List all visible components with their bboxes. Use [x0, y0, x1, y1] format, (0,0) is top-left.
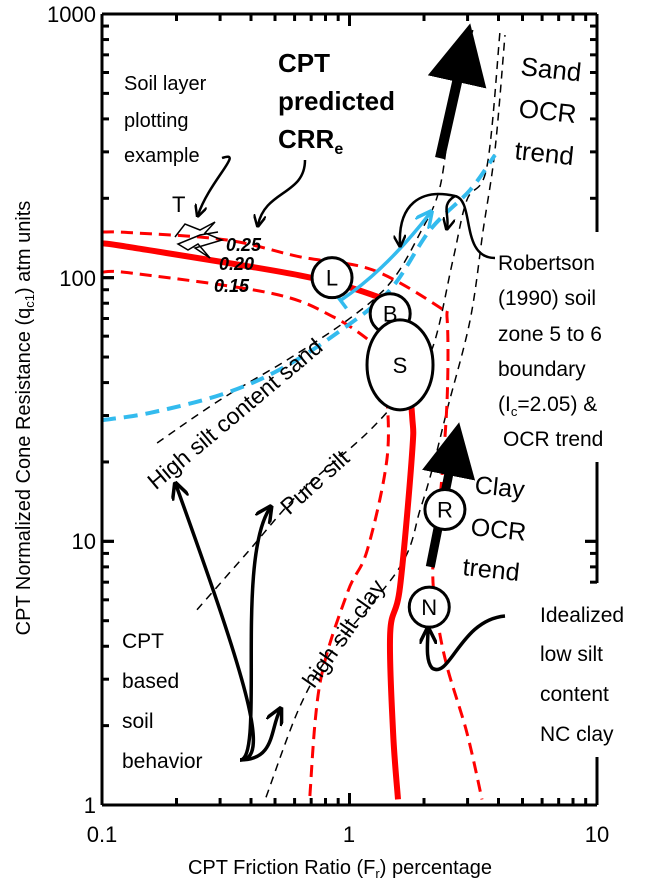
x-tick-0.1: 0.1	[87, 822, 118, 847]
soil-behavior-annotation: CPT based soil behavior	[122, 630, 203, 773]
x-tick-1: 1	[343, 822, 355, 847]
axes-frame	[100, 12, 599, 807]
svg-text:(1990) soil: (1990) soil	[498, 287, 596, 310]
behavior-arrow-2	[239, 508, 270, 762]
marker-R	[423, 488, 467, 532]
svg-text:plotting: plotting	[124, 110, 189, 132]
svg-text:Soil layer: Soil layer	[124, 73, 207, 95]
svg-text:(Ic=2.05) &: (Ic=2.05) &	[498, 393, 597, 419]
idealized-arrow	[427, 614, 506, 672]
y-tick-1: 1	[84, 793, 96, 818]
marker-label-S: S	[393, 353, 408, 378]
robertson-arrow-2	[446, 194, 456, 228]
sand-ocr-arrow	[427, 23, 487, 160]
marker-label-N: N	[421, 595, 437, 620]
svg-text:zone 5 to 6: zone 5 to 6	[498, 323, 602, 346]
annotation-arrows	[176, 155, 506, 762]
svg-text:Clay: Clay	[473, 471, 526, 504]
zone-label-pure-silt: Pure silt	[275, 444, 355, 519]
soil-boundary-high-silt-sand-upper	[156, 29, 474, 444]
idealized-annotation: Idealized low silt content NC clay	[540, 604, 624, 746]
svg-text:example: example	[124, 145, 200, 167]
svg-text:content: content	[540, 683, 609, 706]
y-tick-10: 10	[72, 529, 96, 554]
behavior-arrow-3	[239, 710, 280, 762]
clay-ocr-annotation: Clay OCR trend	[461, 471, 527, 587]
svg-text:predicted: predicted	[278, 86, 395, 116]
svg-text:Idealized: Idealized	[540, 604, 624, 627]
marker-label-R: R	[437, 498, 453, 523]
zone-label-high-silt-sand: High silt content sand	[142, 333, 327, 494]
sand-ocr-annotation: Sand OCR trend	[513, 51, 583, 171]
x-tick-10: 10	[585, 822, 609, 847]
svg-text:CRRe: CRRe	[278, 124, 343, 158]
soil-layer-squiggle	[174, 221, 225, 259]
crr-arrow	[258, 159, 307, 225]
y-tick-1000: 1000	[47, 2, 96, 27]
robertson-boundary-curve	[101, 153, 497, 423]
y-axis-label: CPT Normalized Cone Resistance (qc1) atm…	[13, 201, 37, 636]
robertson-trend-arrow	[339, 213, 431, 302]
soil-layer-annotation: Soil layer plotting example	[124, 73, 207, 167]
svg-text:OCR: OCR	[517, 93, 578, 129]
behavior-arrow-1	[176, 485, 256, 762]
svg-text:OCR trend: OCR trend	[503, 428, 603, 451]
marker-L	[310, 256, 354, 300]
svg-text:NC clay: NC clay	[540, 723, 614, 746]
svg-text:boundary: boundary	[498, 358, 586, 381]
svg-text:trend: trend	[461, 553, 521, 587]
robertson-annotation: Robertson (1990) soil zone 5 to 6 bounda…	[498, 252, 603, 451]
crr-labels: 0.25 0.20 0.15	[214, 235, 262, 296]
svg-text:low silt: low silt	[540, 643, 603, 666]
marker-label-L: L	[326, 266, 338, 291]
x-axis-label: CPT Friction Ratio (Fr) percentage	[188, 857, 492, 881]
crr-label-0.15: 0.15	[214, 276, 250, 296]
svg-text:behavior: behavior	[122, 750, 203, 773]
svg-text:trend: trend	[513, 135, 575, 171]
svg-text:CPT: CPT	[278, 48, 330, 78]
svg-text:soil: soil	[122, 710, 154, 733]
zone-label-high-silt-clay: high silt clay	[297, 574, 390, 692]
svg-text:Robertson: Robertson	[498, 252, 595, 275]
crr-label-0.20: 0.20	[219, 254, 254, 274]
marker-S	[365, 318, 435, 412]
svg-text:based: based	[122, 670, 179, 693]
y-tick-100: 100	[59, 266, 96, 291]
marker-N	[407, 585, 451, 629]
soil-layer-arrow	[198, 155, 231, 215]
cpt-crr-title: CPT predicted CRRe	[278, 48, 395, 158]
svg-text:Sand: Sand	[519, 51, 583, 87]
soil-layer-marker-t: T	[172, 192, 185, 217]
crr-label-0.25: 0.25	[226, 235, 262, 255]
svg-text:CPT: CPT	[122, 630, 164, 653]
svg-text:OCR: OCR	[469, 513, 527, 547]
